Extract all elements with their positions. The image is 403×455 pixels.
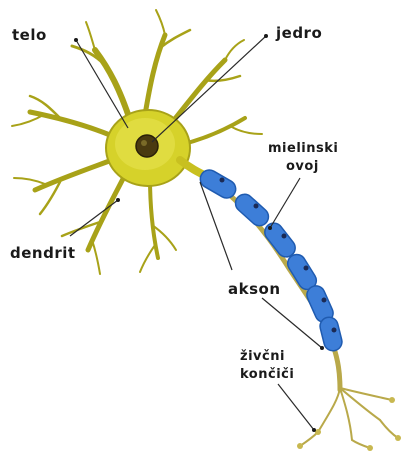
label-akson: akson xyxy=(228,280,281,298)
nucleus-marker xyxy=(332,328,337,333)
myelin-segment xyxy=(197,167,239,202)
nucleus-marker xyxy=(304,266,309,271)
nucleus-marker xyxy=(254,204,259,209)
label-zivcni: živčni xyxy=(240,349,285,364)
mielinski-leader-dot xyxy=(268,226,272,230)
nucleus xyxy=(136,135,158,157)
mielinski-leader xyxy=(270,178,300,228)
nucleus-marker xyxy=(322,298,327,303)
label-dendrit: dendrit xyxy=(10,244,76,262)
telo-leader-dot xyxy=(74,38,78,42)
label-ovoj: ovoj xyxy=(286,159,319,174)
myelin-sheath xyxy=(197,167,344,353)
zivcni-leader xyxy=(278,384,314,430)
terminal-bouton xyxy=(367,445,373,451)
dendrit-leader-dot xyxy=(116,198,120,202)
terminal-bouton xyxy=(389,397,395,403)
nucleus-marker xyxy=(220,178,225,183)
zivcni-leader-dot xyxy=(312,428,316,432)
label-jedro: jedro xyxy=(275,24,322,42)
axon-terminals xyxy=(297,388,401,451)
terminal-bouton xyxy=(395,435,401,441)
label-telo: telo xyxy=(12,26,47,44)
myelin-segment xyxy=(232,191,272,230)
dendrit-leader xyxy=(70,200,118,236)
label-mielinski: mielinski xyxy=(268,141,338,156)
jedro-leader-dot xyxy=(264,34,268,38)
akson-leader-dot xyxy=(320,346,324,350)
nucleus-marker xyxy=(282,234,287,239)
telo-leader xyxy=(76,40,128,128)
label-koncici: končiči xyxy=(240,367,294,382)
labels: telo jedro dendrit mielinski ovoj akson … xyxy=(10,24,338,382)
terminal-bouton xyxy=(297,443,303,449)
jedro-leader xyxy=(152,36,266,142)
